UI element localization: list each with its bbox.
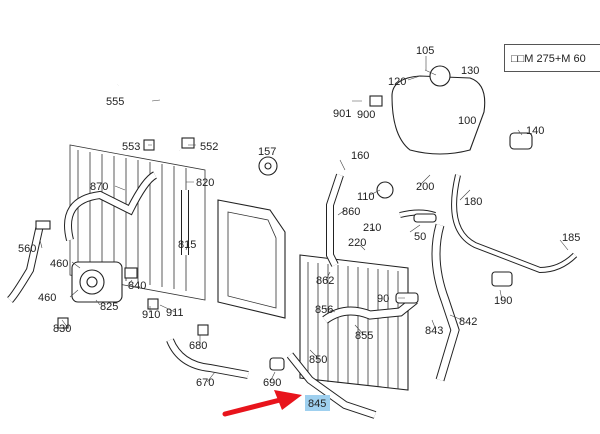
callout-911: 911 [166, 307, 184, 319]
callout-900: 900 [357, 109, 375, 121]
callout-220: 220 [348, 237, 366, 249]
callout-460-bottom: 460 [38, 292, 56, 304]
callout-105: 105 [416, 45, 434, 57]
callout-901: 901 [333, 108, 351, 120]
red-pointer-arrow-icon [222, 390, 302, 417]
callout-830: 830 [53, 323, 71, 335]
callout-50: 50 [414, 231, 426, 243]
callout-180: 180 [464, 196, 482, 208]
callout-862: 862 [316, 275, 334, 287]
callout-130: 130 [461, 65, 479, 77]
callout-157: 157 [258, 146, 276, 158]
callout-860: 860 [342, 206, 360, 218]
callout-110: 110 [357, 191, 375, 203]
callout-200: 200 [416, 181, 434, 193]
callout-185: 185 [562, 232, 580, 244]
callout-552: 552 [200, 141, 218, 153]
callout-825: 825 [100, 301, 118, 313]
callout-856: 856 [315, 304, 333, 316]
engine-model-header: □□M 275+M 60 [504, 44, 600, 72]
callout-140: 140 [526, 125, 544, 137]
hoses [7, 80, 578, 419]
callout-560: 560 [18, 243, 36, 255]
callout-553: 553 [122, 141, 140, 153]
callout-670: 670 [196, 377, 214, 389]
fan-shroud [217, 199, 286, 319]
callout-555: 555 [106, 96, 124, 108]
callout-90: 90 [377, 293, 389, 305]
callout-845: 845 [308, 398, 326, 410]
callout-190: 190 [494, 295, 512, 307]
callout-120: 120 [388, 76, 406, 88]
expansion-tank [369, 65, 486, 155]
callout-842: 842 [459, 316, 477, 328]
callout-highlight-box [305, 395, 330, 411]
callout-160: 160 [351, 150, 369, 162]
callout-100: 100 [458, 115, 476, 127]
callout-210: 210 [363, 222, 381, 234]
callout-820: 820 [196, 177, 214, 189]
callout-850: 850 [309, 354, 327, 366]
callout-680: 680 [189, 340, 207, 352]
main-radiator [299, 254, 409, 391]
callout-843: 843 [425, 325, 443, 337]
leader-lines [39, 56, 569, 383]
callout-840: 840 [128, 280, 146, 292]
callout-815: 815 [178, 239, 196, 251]
callout-870: 870 [90, 181, 108, 193]
callout-855: 855 [355, 330, 373, 342]
callout-labels: 105 130 120 901 900 100 555 553 552 157 … [18, 45, 580, 411]
callout-460-top: 460 [50, 258, 68, 270]
water-pump [71, 261, 123, 303]
callout-910: 910 [142, 309, 160, 321]
callout-690: 690 [263, 377, 281, 389]
